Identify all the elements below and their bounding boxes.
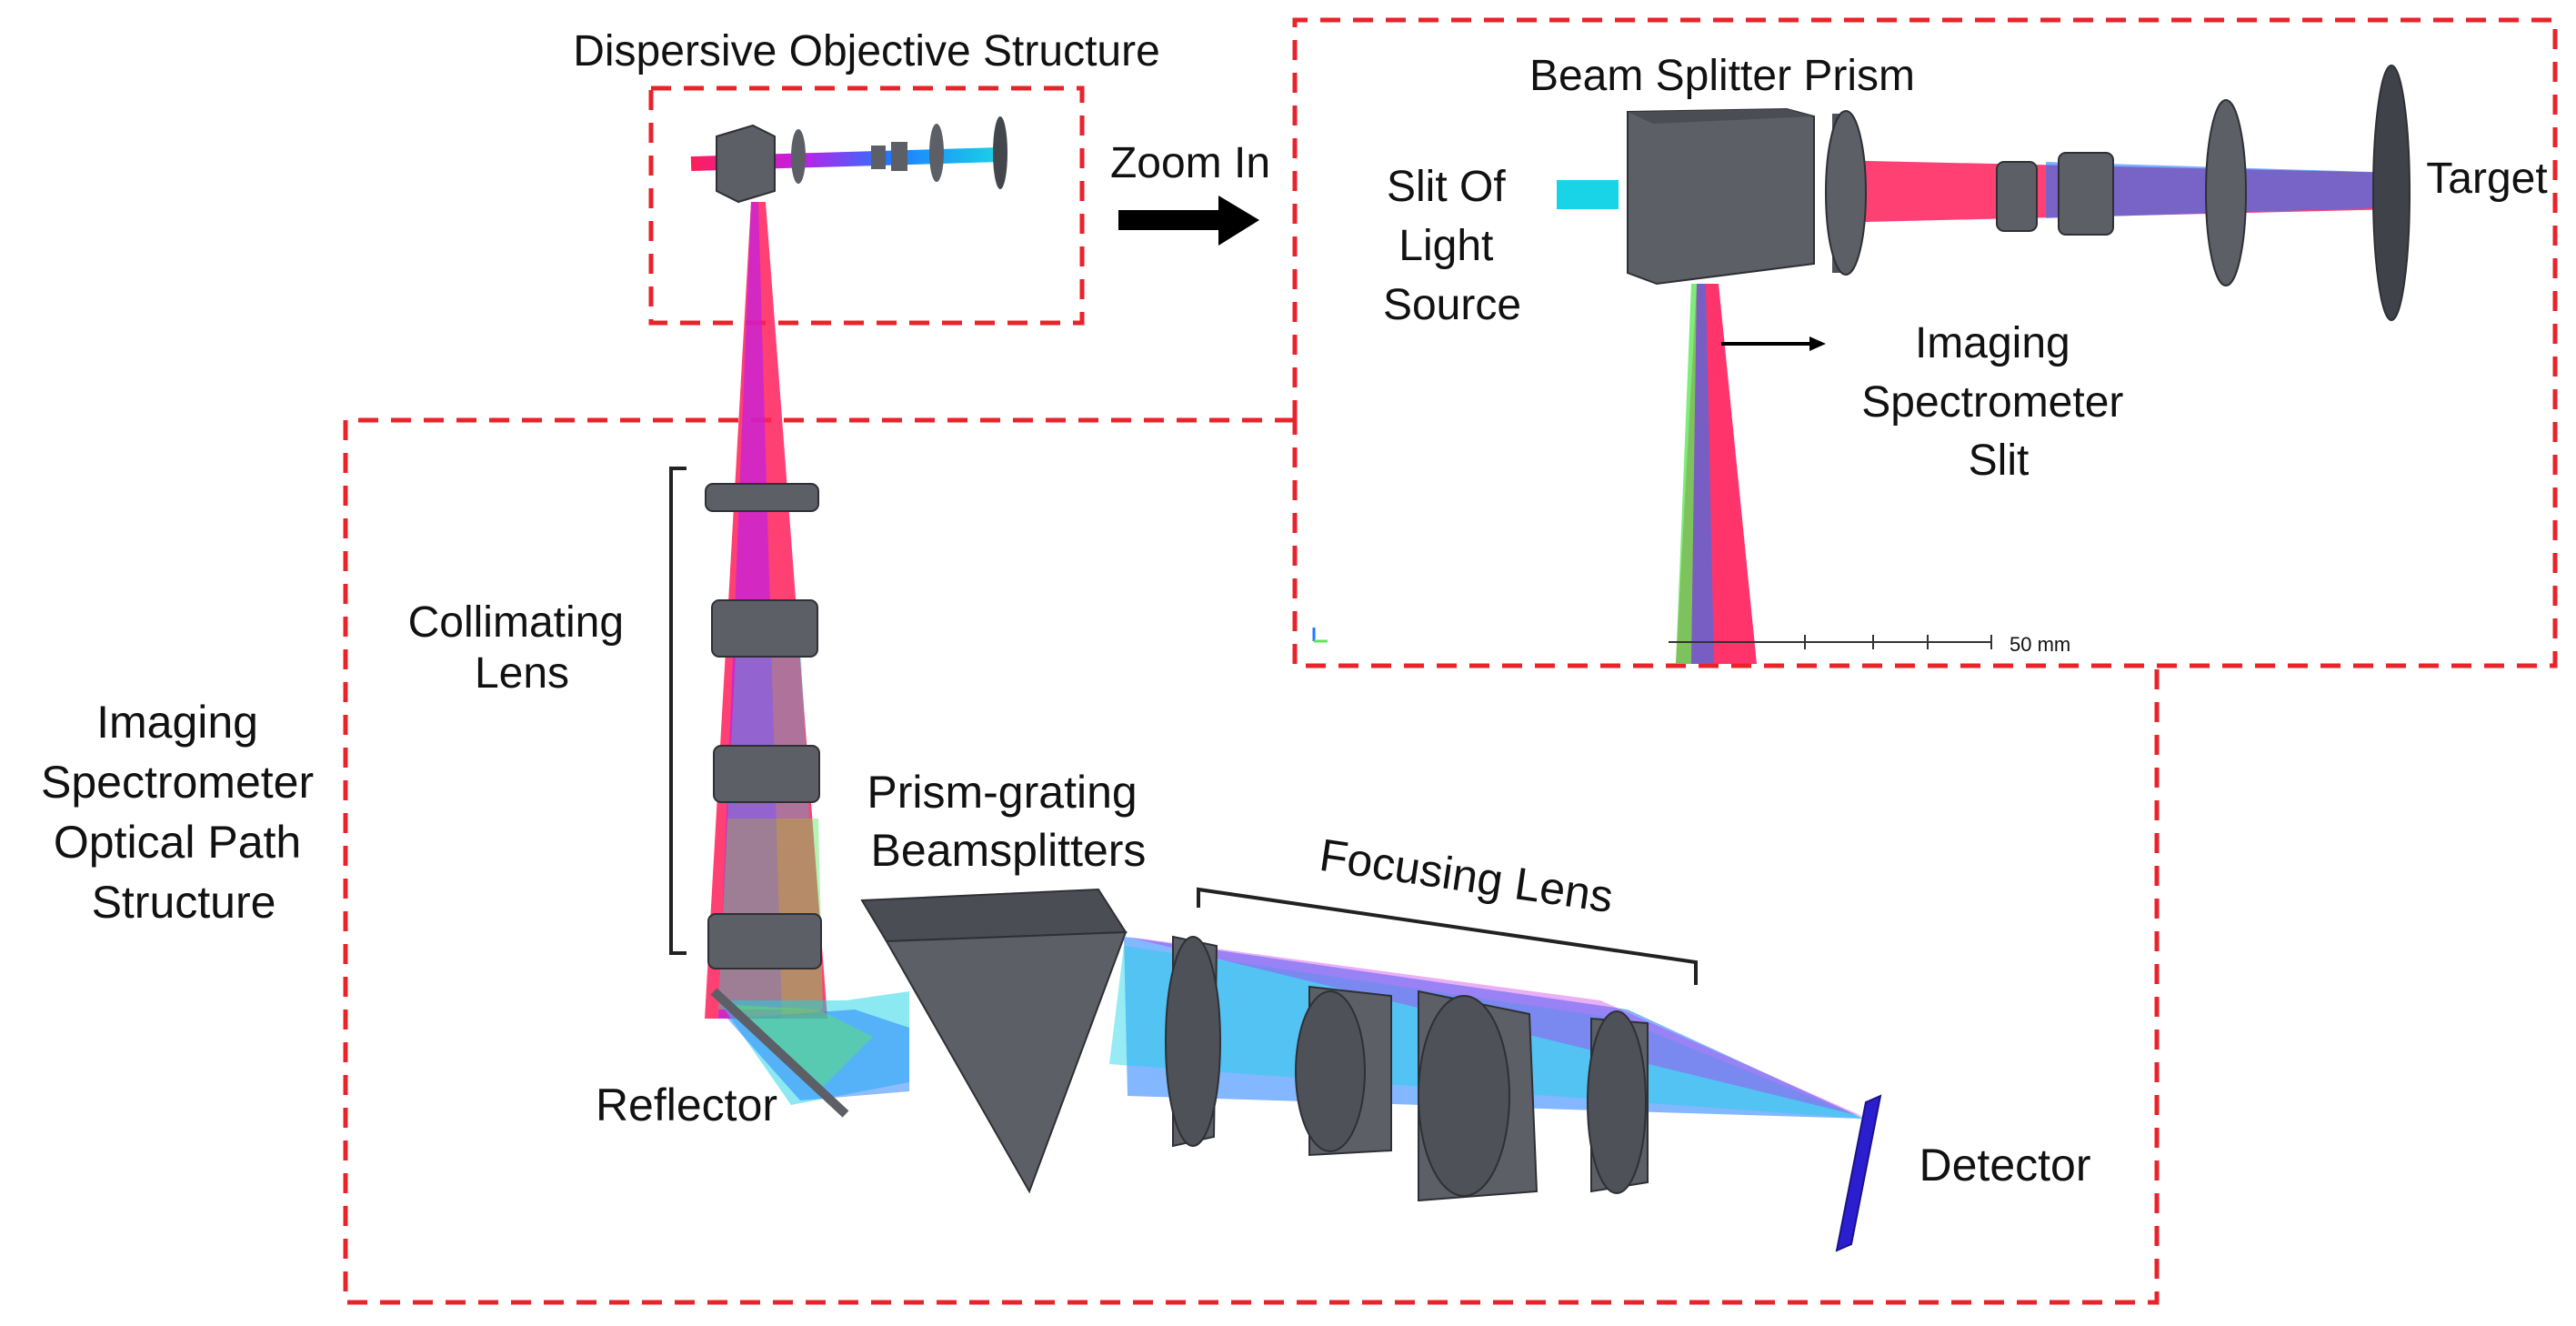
label-zoom-in: Zoom In — [1110, 139, 1270, 187]
collimating-bracket — [669, 467, 687, 955]
label-dispersive-objective: Dispersive Objective Structure — [573, 27, 1160, 75]
reflector-region — [710, 988, 909, 1118]
reflector-mirror — [710, 988, 849, 1118]
boundaries — [343, 17, 2558, 1305]
label-slit-light-source: Slit Of Light Source — [1383, 163, 1521, 329]
label-prism-grating: Prism-grating Beamsplitters — [867, 767, 1149, 876]
label-optical-path-structure: Imaging Spectrometer Optical Path Struct… — [41, 697, 326, 928]
label-detector: Detector — [1919, 1140, 2091, 1190]
prism-grating-beamsplitter — [860, 888, 1128, 1194]
label-imaging-slit: Imaging Spectrometer Slit — [1861, 319, 2135, 485]
objective-structure-small — [690, 116, 1007, 204]
focusing-lenses — [1165, 935, 1649, 1202]
optical-path-boundary — [343, 417, 2160, 1305]
zoomed-objective — [1312, 65, 2411, 664]
label-scale-bar: 50 mm — [2010, 633, 2070, 656]
collimating-lenses — [705, 483, 822, 969]
objective-boundary — [648, 85, 1085, 326]
label-beam-splitter-prism: Beam Splitter Prism — [1529, 52, 1915, 100]
focusing-bracket — [1197, 887, 1698, 985]
label-collimating-lens: Collimating Lens — [408, 598, 636, 698]
label-target: Target — [2426, 155, 2547, 203]
label-focusing-lens: Focusing Lens — [1317, 829, 1617, 922]
label-reflector: Reflector — [596, 1080, 777, 1130]
detector — [1835, 1094, 1882, 1252]
zoom-arrow — [1118, 196, 1259, 246]
zoom-boundary — [1292, 17, 2558, 668]
